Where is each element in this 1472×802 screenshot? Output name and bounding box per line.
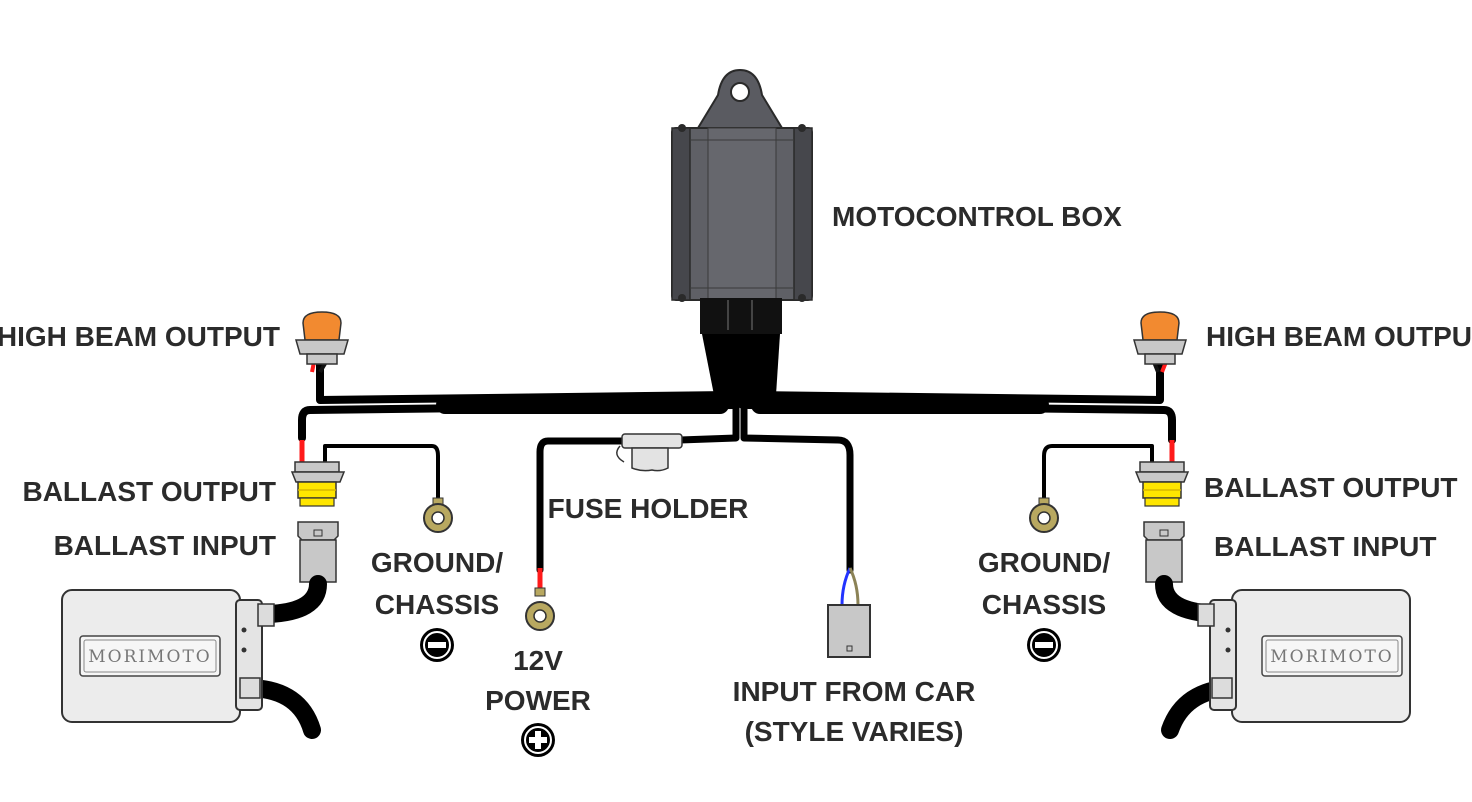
ground-ring-right: [1029, 497, 1059, 533]
fuse-holder: [616, 433, 683, 472]
label-12v: 12V: [513, 645, 563, 676]
label-ballast-input-left: BALLAST INPUT: [54, 530, 276, 561]
high-beam-connector-right: [1133, 311, 1187, 373]
ballast-right: [1143, 521, 1411, 739]
label-ballast-input-right: BALLAST INPUT: [1214, 531, 1436, 562]
label-high-beam-output-left: HIGH BEAM OUTPUT: [0, 321, 280, 352]
label-high-beam-output-right: HIGH BEAM OUTPUT: [1206, 321, 1472, 352]
ballast-brand-right: MORIMOTO: [1270, 647, 1393, 667]
label-ground-right-line2: CHASSIS: [982, 589, 1106, 620]
ballast-output-connector-right: [1042, 440, 1190, 507]
label-fuse-holder: FUSE HOLDER: [548, 493, 749, 524]
minus-icon-right: [1027, 628, 1061, 662]
high-beam-connector-left: [295, 311, 349, 374]
plus-icon: [521, 723, 555, 757]
minus-icon-left: [420, 628, 454, 662]
label-ground-left-line2: CHASSIS: [375, 589, 499, 620]
label-ground-left-line1: GROUND/: [371, 547, 503, 578]
label-ballast-output-left: BALLAST OUTPUT: [22, 476, 276, 507]
label-input-from-car: INPUT FROM CAR: [733, 676, 976, 707]
ballast-left: [61, 521, 339, 739]
label-ballast-output-right: BALLAST OUTPUT: [1204, 472, 1458, 503]
ballast-output-connector-left: [290, 440, 440, 507]
ground-ring-left: [423, 497, 453, 533]
label-style-varies: (STYLE VARIES): [745, 716, 964, 747]
label-power: POWER: [485, 685, 591, 716]
car-input-connector: [827, 567, 871, 658]
power-ring-terminal: [525, 568, 555, 631]
label-ground-right-line1: GROUND/: [978, 547, 1110, 578]
motocontrol-box: [671, 68, 813, 410]
label-motocontrol-box: MOTOCONTROL BOX: [832, 201, 1122, 232]
harness-wires: [298, 356, 1176, 574]
ballast-brand-left: MORIMOTO: [88, 647, 211, 667]
